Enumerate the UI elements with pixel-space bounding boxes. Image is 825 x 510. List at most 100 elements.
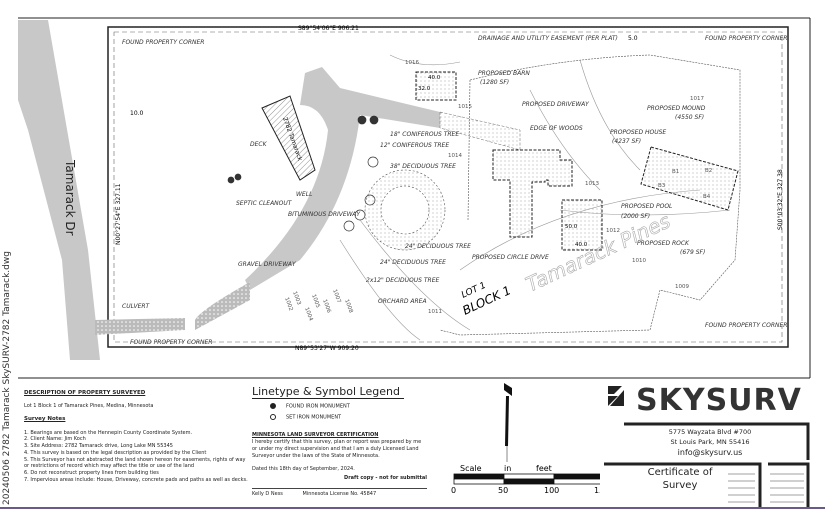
contour-1013: 1013 (585, 181, 599, 187)
note: 7. Impervious areas include: House, Driv… (24, 476, 248, 483)
boring-b4: B4 (703, 194, 711, 200)
circle-drive-label: PROPOSED CIRCLE DRIVE (472, 254, 549, 261)
house-proposed-area: (4237 SF) (612, 138, 641, 145)
contour-1005: 1005 (310, 294, 321, 310)
cert-heading: MINNESOTA LAND SURVEYOR CERTIFICATION (252, 432, 379, 438)
tree-label-3: 38" DECIDUOUS TREE (390, 163, 456, 170)
rock-label: PROPOSED ROCK (637, 240, 690, 247)
tree-label-5: 24" DECIDUOUS TREE (380, 259, 446, 266)
driveway-label: PROPOSED DRIVEWAY (522, 101, 590, 108)
property-boundary (107, 26, 789, 348)
contour-1016: 1016 (405, 60, 419, 66)
culvert-label: CULVERT (122, 303, 151, 310)
symbol-legend: Linetype & Symbol Legend FOUND IRON MONU… (252, 385, 452, 420)
corner-label-tr: FOUND PROPERTY CORNER (705, 35, 787, 42)
document-title: Certificate of Survey (647, 467, 713, 491)
address-line-1: 5775 Wayzata Blvd #700 (668, 428, 752, 436)
company-logo: SKYSURV (636, 383, 802, 418)
rock-area: (679 SF) (680, 249, 705, 256)
mound-area: (4550 SF) (675, 114, 704, 121)
cert-dated: Dated this 18th day of September, 2024. (252, 466, 355, 472)
draft-notice: Draft copy - not for submittal (344, 475, 427, 481)
notes-heading: Survey Notes (24, 416, 66, 423)
surveyor-certification: MINNESOTA LAND SURVEYOR CERTIFICATION I … (252, 432, 452, 498)
boring-b3: B3 (658, 183, 666, 189)
contour-1012: 1012 (606, 228, 620, 234)
note: 1. Bearings are based on the Hennepin Co… (24, 429, 193, 436)
scale-in: in (504, 464, 511, 473)
barn-label: PROPOSED BARN (478, 70, 530, 77)
bearing-top: S89°54'06"E 906.21 (298, 25, 359, 32)
contour-1007: 1007 (331, 289, 342, 305)
legend-title: Linetype & Symbol Legend (252, 385, 404, 399)
bearing-left: N00°27'54"E 327.11 (115, 183, 122, 245)
note: 3. Site Address: 2782 Tamarack drive, Lo… (24, 443, 173, 450)
scale-tick-50: 50 (498, 486, 508, 495)
bottom-edge (0, 507, 825, 509)
gravel-driveway-shape (95, 282, 250, 335)
easement-label: DRAINAGE AND UTILITY EASEMENT (PER PLAT) (478, 35, 618, 42)
set-monument-icon (270, 413, 276, 420)
proposed-mound (640, 146, 739, 211)
mound-label: PROPOSED MOUND (647, 105, 706, 112)
septic-label: SEPTIC CLEANOUT (236, 200, 293, 207)
company-email[interactable]: info@skysurv.us (677, 448, 743, 458)
tree-icons (227, 115, 379, 232)
surveyor-license: Minnesota License No. 45847 (302, 491, 377, 497)
barn-height: 32.0 (418, 86, 431, 92)
tree-label-2: 12" CONIFEROUS TREE (380, 142, 449, 149)
easement-line (113, 31, 783, 343)
pool-area: (2000 SF) (621, 213, 650, 220)
boring-b2: B2 (705, 168, 712, 174)
setback-label: 10.0 (130, 110, 144, 117)
contour-1006: 1006 (321, 299, 332, 315)
contour-1009: 1009 (675, 284, 689, 290)
proposed-pool (561, 199, 603, 251)
survey-notes: 1. Bearings are based on the Hennepin Co… (24, 430, 249, 484)
existing-house (261, 95, 316, 181)
property-description: DESCRIPTION OF PROPERTY SURVEYED Lot 1 B… (24, 390, 249, 484)
tree-label-4: 24" DECIDUOUS TREE (405, 243, 471, 250)
contour-1015: 1015 (458, 104, 472, 110)
barn-width: 40.0 (428, 75, 441, 81)
tree-label-6: 2x12" DECIDUOUS TREE (366, 277, 440, 284)
easement-width: 5.0 (628, 35, 638, 42)
note: 4. This survey is based on the legal des… (24, 449, 207, 456)
corner-label-tl: FOUND PROPERTY CORNER (122, 39, 204, 46)
woods-label: EDGE OF WOODS (530, 125, 583, 132)
pool-width: 40.0 (575, 242, 588, 248)
gravel-label: GRAVEL DRIVEWAY (238, 261, 297, 268)
found-monument-icon (270, 403, 276, 409)
orchard-label: ORCHARD AREA (378, 298, 427, 305)
address-line-2: St Louis Park, MN 55416 (670, 438, 750, 447)
contour-1011: 1011 (428, 309, 442, 315)
legend-set: SET IRON MONUMENT (286, 414, 342, 420)
scale-title: Scale (460, 464, 482, 473)
survey-map: Tamarack Dr S89°54'06"E 906.21 N89°53'27… (18, 17, 811, 379)
contour-1002: 1002 (283, 297, 293, 312)
pool-height: 50.0 (565, 224, 578, 230)
description-heading: DESCRIPTION OF PROPERTY SURVEYED (24, 390, 146, 396)
contour-1017: 1017 (690, 96, 704, 102)
bituminous-driveway (245, 67, 440, 290)
road-tamarack-dr (18, 20, 100, 360)
proposed-driveway-shape (439, 111, 521, 151)
scale-unit: feet (536, 464, 552, 473)
scale-tick-0: 0 (451, 486, 456, 495)
company-address: 5775 Wayzata Blvd #700 St Louis Park, MN… (640, 427, 780, 460)
edge-of-woods (439, 54, 741, 336)
proposed-house (492, 149, 573, 238)
note: 6. Do not reconstruct property lines fro… (24, 470, 159, 477)
surveyor-name: Kelly D Ness (252, 491, 283, 497)
scale-tick-100: 100 (544, 486, 559, 495)
skysurv-logo-icon (608, 386, 624, 406)
corner-label-bl: FOUND PROPERTY CORNER (130, 339, 212, 346)
note: 2. Client Name: Jim Koch (24, 436, 86, 443)
scale-bar (453, 473, 600, 485)
corner-label-br: FOUND PROPERTY CORNER (705, 322, 787, 329)
house-proposed-label: PROPOSED HOUSE (610, 129, 666, 136)
contour-1008: 1008 (343, 299, 354, 315)
cert-text: I hereby certify that this survey, plan … (252, 439, 422, 459)
bituminous-label: BITUMINOUS DRIVEWAY (288, 211, 361, 218)
pool-label: PROPOSED POOL (621, 203, 672, 210)
